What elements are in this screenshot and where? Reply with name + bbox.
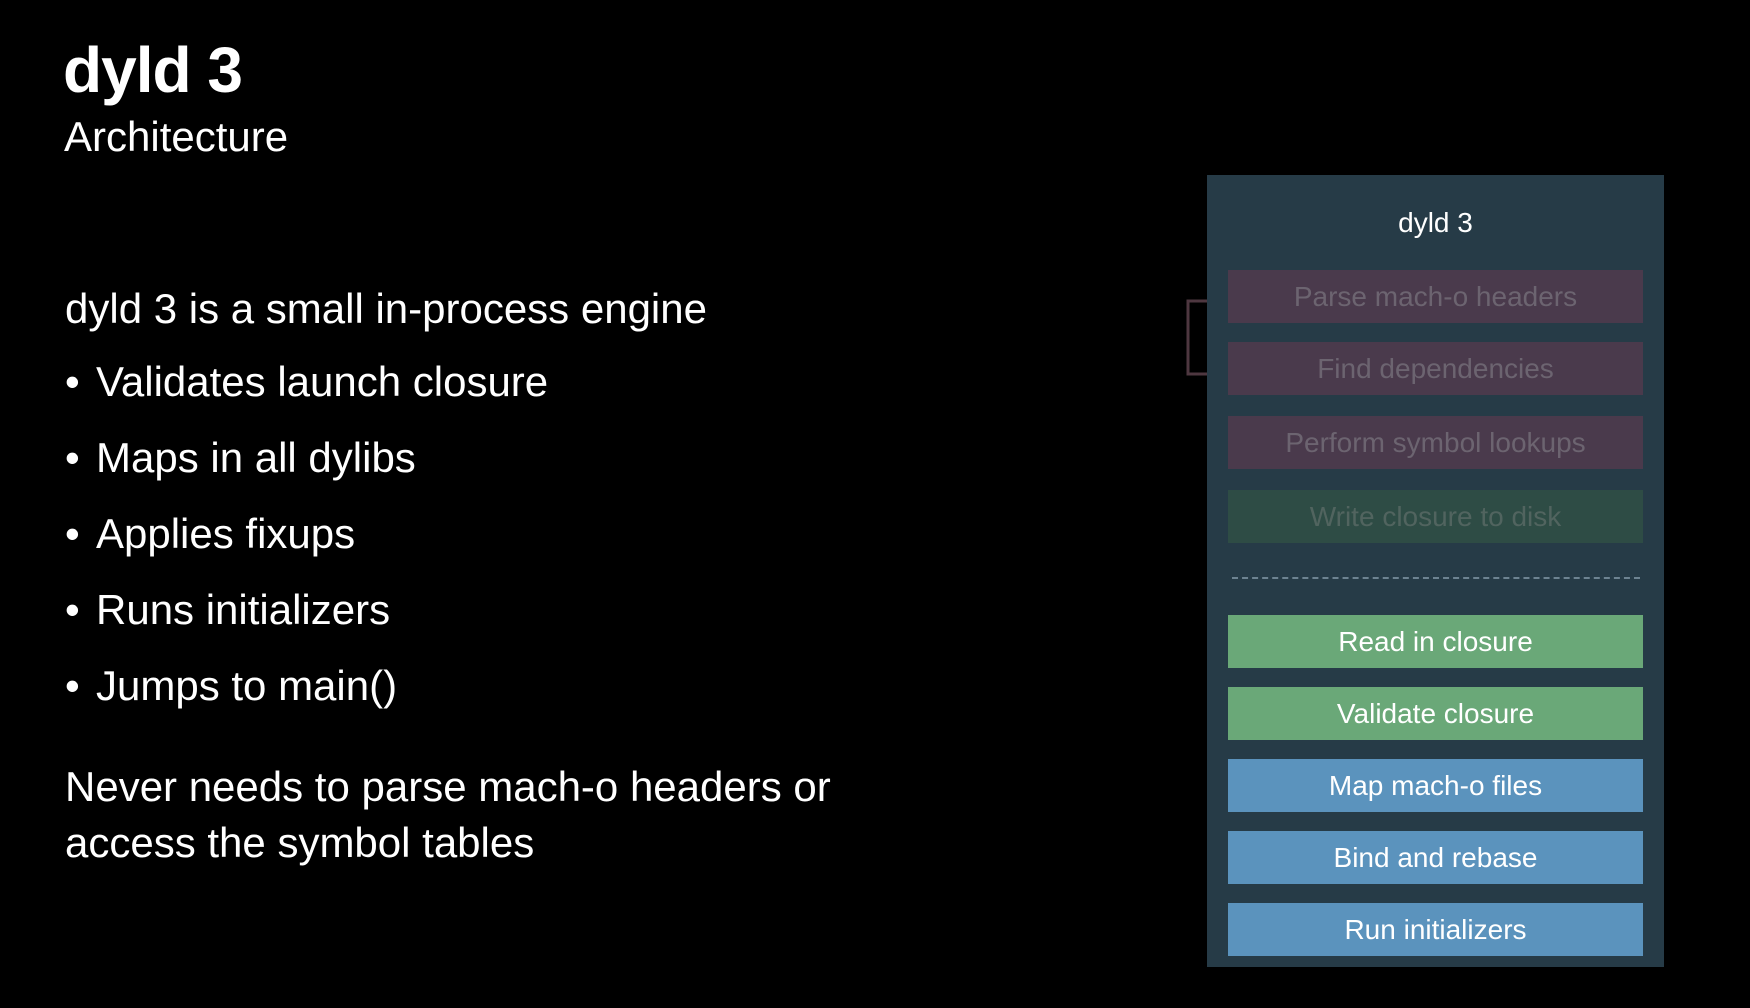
bullet-text: Applies fixups	[96, 510, 356, 557]
step-find-dependencies: Find dependencies	[1228, 342, 1643, 395]
bullet-dot: •	[65, 510, 80, 557]
intro-text: dyld 3 is a small in-process engine	[65, 285, 707, 332]
step-write-closure-to-disk: Write closure to disk	[1228, 490, 1643, 543]
bullet-text: Runs initializers	[96, 586, 391, 633]
bullet-text: Maps in all dylibs	[96, 434, 416, 481]
slide-title: dyld 3	[63, 34, 243, 106]
bullet-item: • Runs initializers	[65, 583, 548, 659]
step-parse-mach-o-headers: Parse mach-o headers	[1228, 270, 1643, 323]
slide-subtitle: Architecture	[64, 113, 289, 160]
outro-text: Never needs to parse mach-o headers or a…	[65, 759, 965, 871]
bullet-list: • Validates launch closure • Maps in all d…	[65, 355, 548, 735]
bullet-dot: •	[65, 434, 80, 481]
bullet-dot: •	[65, 662, 80, 709]
phase-separator	[1232, 577, 1640, 579]
bullet-item: • Maps in all dylibs	[65, 431, 548, 507]
bullet-dot: •	[65, 358, 80, 405]
dyld3-diagram-panel: dyld 3 Parse mach-o headers Find depende…	[1207, 175, 1664, 967]
panel-title: dyld 3	[1398, 207, 1473, 238]
step-perform-symbol-lookups: Perform symbol lookups	[1228, 416, 1643, 469]
bullet-item: • Validates launch closure	[65, 355, 548, 431]
outro-line: Never needs to parse mach-o headers or	[65, 763, 831, 810]
bullet-text: Jumps to main()	[96, 662, 398, 709]
step-bind-and-rebase: Bind and rebase	[1228, 831, 1643, 884]
outro-line: access the symbol tables	[65, 819, 535, 866]
step-map-mach-o-files: Map mach-o files	[1228, 759, 1643, 812]
step-run-initializers: Run initializers	[1228, 903, 1643, 956]
bullet-item: • Applies fixups	[65, 507, 548, 583]
step-read-in-closure: Read in closure	[1228, 615, 1643, 668]
bullet-item: • Jumps to main()	[65, 659, 548, 735]
bullet-text: Validates launch closure	[96, 358, 549, 405]
bullet-dot: •	[65, 586, 80, 633]
step-validate-closure: Validate closure	[1228, 687, 1643, 740]
